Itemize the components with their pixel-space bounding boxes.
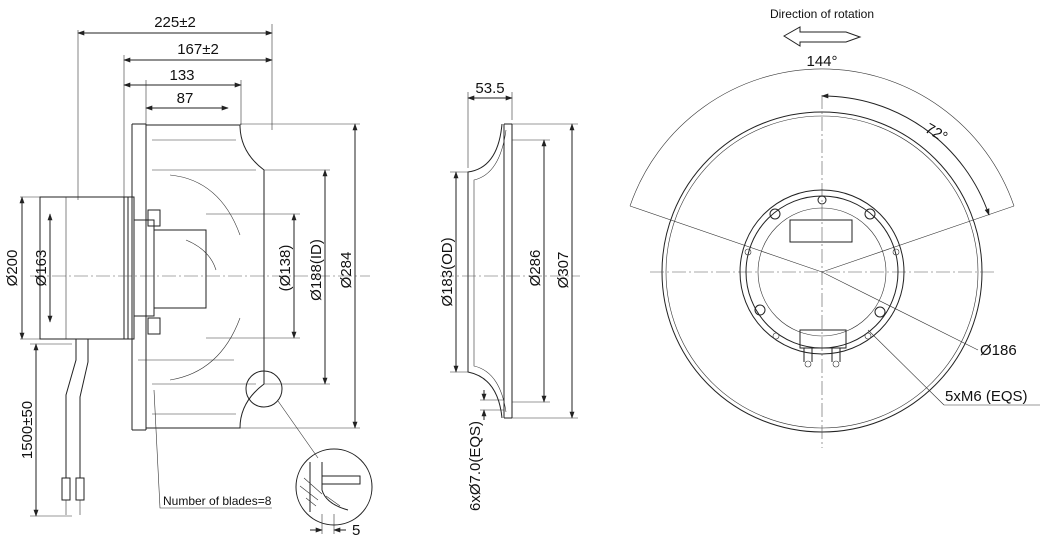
dim-ring-depth: 53.5 [475,80,504,97]
dim-inner-dia: Ø188(ID) [308,239,325,301]
dim-hub-dia: (Ø138) [277,245,294,292]
dim-inlet-width: 133 [169,67,194,84]
diameter-dimensions: Ø200 Ø163 (Ø138) Ø188(ID) Ø284 [4,123,360,429]
dim-ring-outer: Ø183(OD) [439,237,456,306]
side-view: 225±2 167±2 133 87 [4,14,373,539]
dim-cable-length: 1500±50 [19,401,36,459]
dim-motor-dia: Ø200 [4,250,21,287]
dim-ring-max: Ø307 [555,252,572,289]
detail-callout: 5 [245,370,373,539]
dim-ring-holes: 6xØ7.0(EQS) [467,421,484,511]
rotation-arrow-icon [783,26,862,47]
dim-wheel-width: 167±2 [177,41,219,58]
dim-bolt-circle: Ø186 [980,342,1017,359]
detail-dim: 5 [352,522,360,539]
dim-flange-dia: Ø163 [33,250,50,287]
blade-note: Number of blades=8 [153,389,272,509]
angle-large: 144° [806,53,837,70]
impeller [131,123,265,431]
cable: 1500±50 [19,339,89,517]
rotation-label: Direction of rotation [770,7,874,21]
motor-body [30,196,370,340]
dim-overall-width: 225±2 [154,14,196,31]
ring-view: 53.5 Ø183(OD) Ø286 Ø307 6xØ7.0(EQS) [439,80,580,511]
front-view: Direction of rotation 144° 72° [629,7,1040,448]
dim-threads: 5xM6 (EQS) [945,388,1028,405]
blade-count-note: Number of blades=8 [163,494,272,508]
dim-motor-width: 87 [177,90,194,107]
hub-plate [739,189,905,368]
dim-outer-dia: Ø284 [338,252,355,289]
dim-ring-mid: Ø286 [527,250,544,287]
width-dimensions: 225±2 167±2 133 87 [77,14,273,205]
angle-small: 72° [922,120,950,146]
